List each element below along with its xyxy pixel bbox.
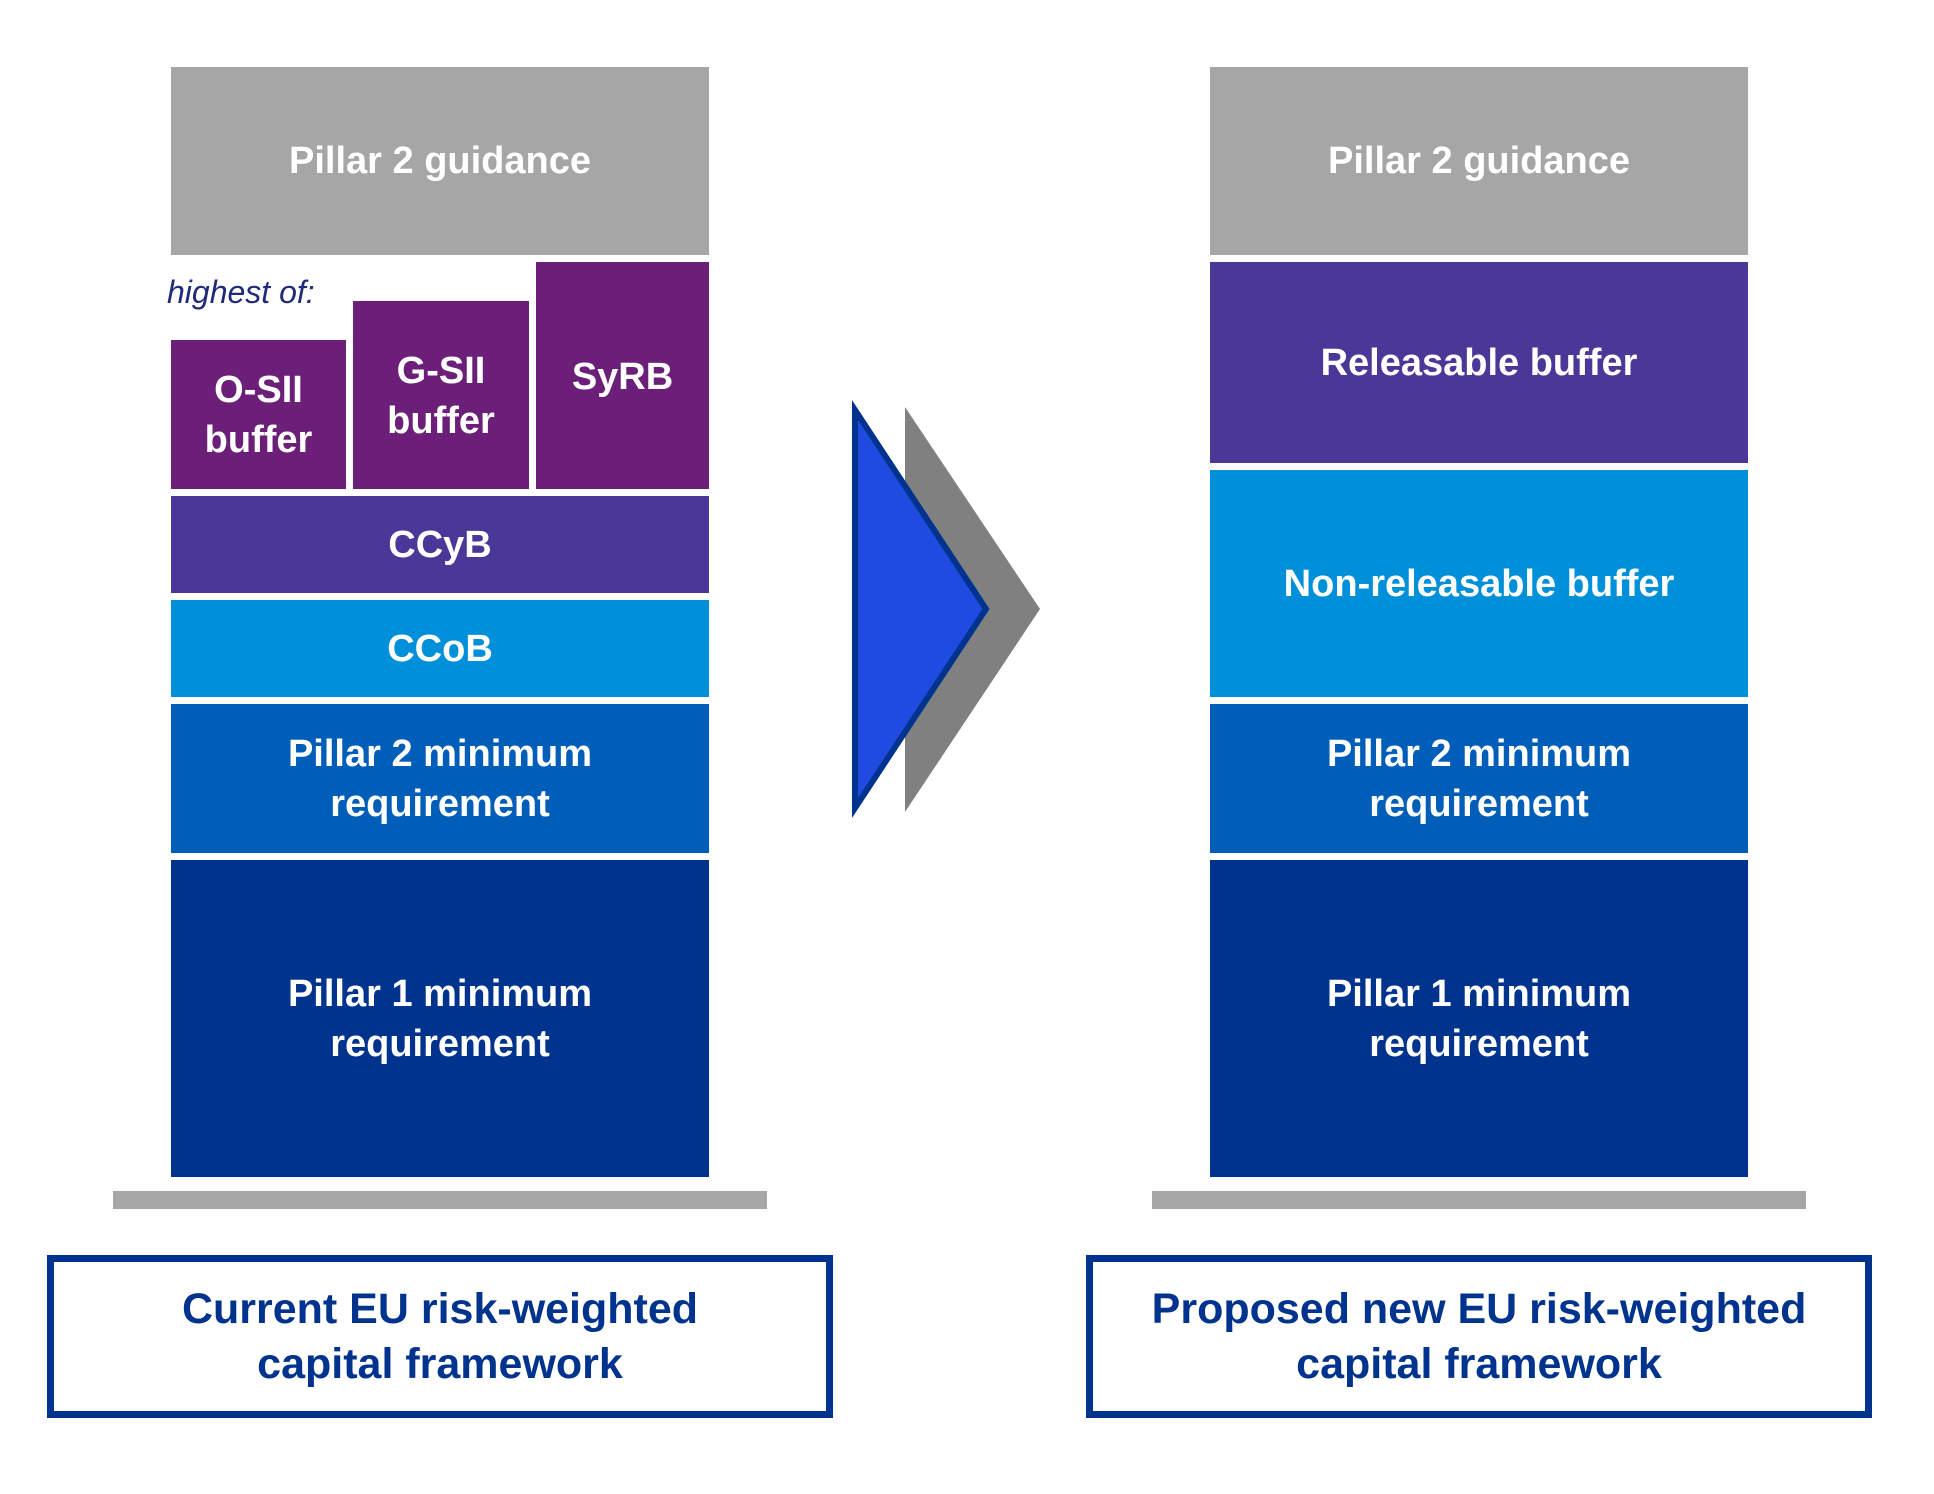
gsii-buffer-label: G-SII buffer (387, 350, 495, 442)
ccyb-label: CCyB (388, 523, 492, 566)
right-stack-base (1152, 1191, 1806, 1209)
ccyb-block: CCyB (171, 496, 709, 593)
proposed-framework-caption: Proposed new EU risk-weighted capital fr… (1086, 1255, 1872, 1418)
pillar1-minimum-block: Pillar 1 minimum requirement (171, 860, 709, 1177)
left-stack-base (113, 1191, 767, 1209)
arrow-main-shape (852, 399, 990, 819)
pillar2-minimum-label: Pillar 2 minimum requirement (287, 732, 593, 825)
gsii-buffer-block: G-SII buffer (353, 301, 529, 489)
releasable-buffer-label: Releasable buffer (1320, 341, 1638, 384)
pillar2-minimum-block: Pillar 2 minimum requirement (171, 704, 709, 853)
current-framework-caption-text: Current EU risk-weighted capital framewo… (181, 1284, 699, 1388)
pillar1-minimum-label: Pillar 1 minimum requirement (287, 972, 593, 1065)
highest-of-label: highest of: (167, 274, 315, 310)
pillar2-guidance-block: Pillar 2 guidance (1210, 67, 1748, 255)
syrb-label: SyRB (571, 356, 674, 398)
non-releasable-buffer-block: Non-releasable buffer (1210, 470, 1748, 697)
ccob-label: CCoB (387, 627, 493, 670)
pillar2-guidance-block: Pillar 2 guidance (171, 67, 709, 255)
pillar2-minimum-label: Pillar 2 minimum requirement (1326, 732, 1632, 825)
current-framework-caption: Current EU risk-weighted capital framewo… (47, 1255, 833, 1418)
ccob-block: CCoB (171, 600, 709, 697)
osii-buffer-block: O-SII buffer (171, 340, 346, 489)
chevron-right-icon (852, 399, 1040, 819)
pillar2-minimum-block: Pillar 2 minimum requirement (1210, 704, 1748, 853)
proposed-framework-caption-text: Proposed new EU risk-weighted capital fr… (1151, 1284, 1807, 1388)
non-releasable-buffer-label: Non-releasable buffer (1283, 562, 1675, 605)
osii-buffer-label: O-SII buffer (204, 368, 313, 461)
releasable-buffer-block: Releasable buffer (1210, 262, 1748, 463)
pillar1-minimum-block: Pillar 1 minimum requirement (1210, 860, 1748, 1177)
pillar2-guidance-label: Pillar 2 guidance (1328, 140, 1630, 182)
pillar2-guidance-label: Pillar 2 guidance (289, 140, 591, 182)
syrb-block: SyRB (536, 262, 709, 489)
pillar1-minimum-label: Pillar 1 minimum requirement (1326, 972, 1632, 1065)
